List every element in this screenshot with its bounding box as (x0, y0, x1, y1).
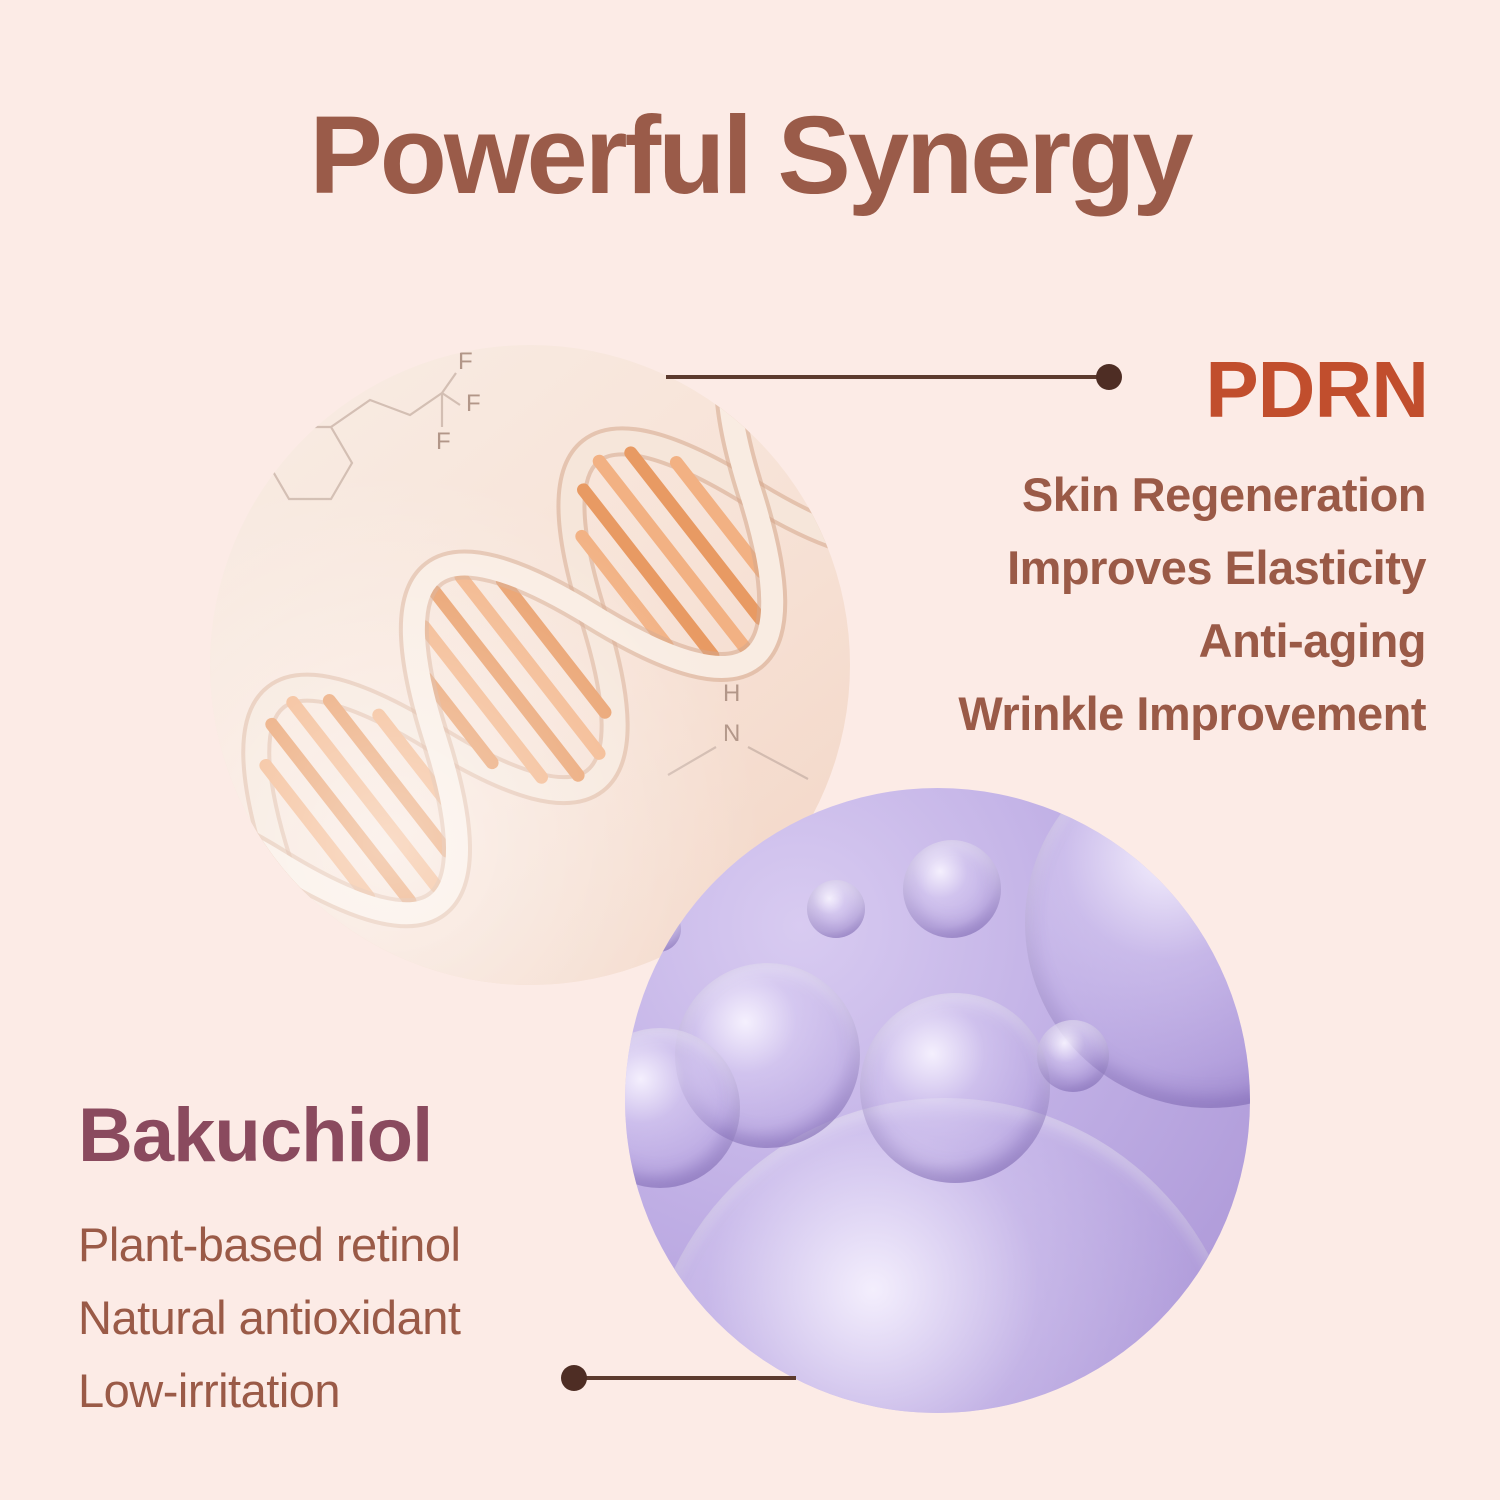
pdrn-heading: PDRN (1205, 345, 1429, 434)
chem-label-f-icon: F (458, 348, 473, 375)
connector-dot-bakuchiol (561, 1365, 587, 1391)
bubble (903, 840, 1001, 938)
pdrn-benefit: Wrinkle Improvement (958, 687, 1426, 740)
bakuchiol-benefit: Natural antioxidant (78, 1291, 461, 1344)
chem-structure-amine (667, 746, 809, 780)
chem-label-n-icon: N (723, 720, 740, 747)
connector-line-bakuchiol (574, 1376, 796, 1380)
pdrn-benefits-list: Skin Regeneration Improves Elasticity An… (958, 458, 1426, 750)
dna-circle-image: F F F H N (210, 345, 850, 985)
connector-line-pdrn (666, 375, 1110, 379)
dna-helix-illustration: F F F H N (210, 345, 850, 985)
chem-label-f-icon: F (466, 390, 481, 417)
bakuchiol-heading: Bakuchiol (78, 1093, 433, 1178)
page-title: Powerful Synergy (309, 94, 1193, 217)
chem-structure-hexagon (266, 372, 461, 501)
pdrn-benefit: Anti-aging (1198, 614, 1427, 667)
bubble (807, 880, 865, 938)
bubble (635, 906, 681, 952)
bakuchiol-benefit: Low-irritation (78, 1364, 341, 1417)
bakuchiol-benefits-list: Plant-based retinol Natural antioxidant … (78, 1208, 461, 1427)
dna-helix-rungs (210, 345, 850, 985)
chem-label-h-icon: H (723, 680, 740, 707)
bakuchiol-benefit: Plant-based retinol (78, 1218, 461, 1271)
bubble (1037, 1020, 1109, 1092)
chem-label-f-icon: F (436, 428, 451, 455)
bubble (860, 993, 1050, 1183)
bubble-circle-image (625, 788, 1250, 1413)
pdrn-benefit: Improves Elasticity (1007, 541, 1426, 594)
connector-dot-pdrn (1096, 364, 1122, 390)
pdrn-benefit: Skin Regeneration (1021, 468, 1427, 521)
dna-helix-strands (210, 345, 850, 985)
